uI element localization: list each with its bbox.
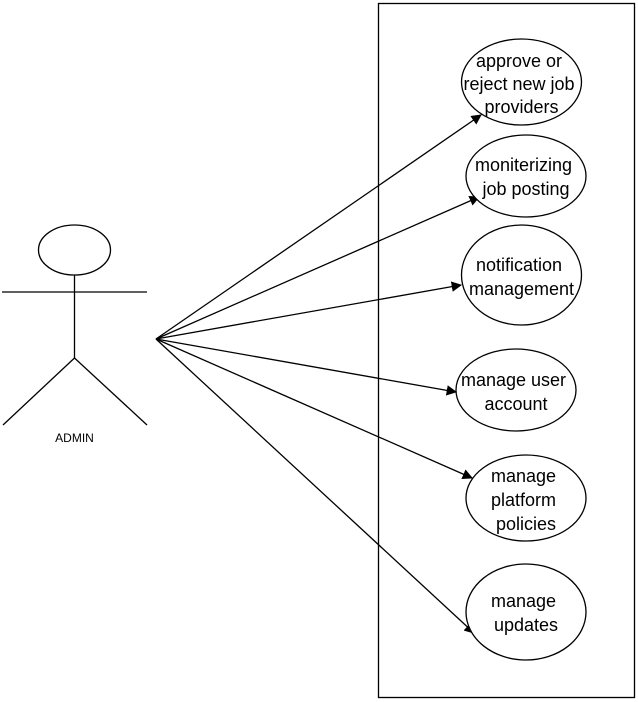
use-case-ellipse <box>460 224 583 326</box>
use-case-label: notification management <box>469 255 574 299</box>
use-case-label: manage user account <box>461 370 571 414</box>
actor-head <box>37 224 112 276</box>
use-case-ellipse <box>455 348 577 432</box>
association-arrow <box>155 114 482 340</box>
use-case-moniterizing-job-posting[interactable]: moniterizing job posting <box>465 134 587 218</box>
use-case-label-line: notification <box>476 255 562 275</box>
system-boundary <box>377 2 636 699</box>
use-case-label: approve or reject new job providers <box>463 51 579 117</box>
use-case-label-line: manage user <box>461 370 566 390</box>
association-arrow <box>155 281 463 340</box>
use-case-label-line: policies <box>496 514 556 534</box>
use-case-label-line: management <box>469 279 574 299</box>
use-case-label-line: account <box>484 394 547 414</box>
use-case-manage-user-account[interactable]: manage user account <box>455 348 577 432</box>
association-arrow <box>155 196 480 340</box>
use-case-label-line: moniterizing <box>475 155 572 175</box>
use-case-label-line: updates <box>494 615 558 635</box>
association-arrow <box>155 338 475 634</box>
use-case-manage-updates[interactable]: manage updates <box>465 563 587 661</box>
actor-right-leg <box>74 357 148 426</box>
use-case-ellipse <box>460 38 583 126</box>
use-case-label: manage updates <box>491 591 561 635</box>
use-case-label-line: approve or <box>476 51 562 71</box>
actor-label: ADMIN <box>55 431 94 445</box>
use-case-label: manage platform policies <box>491 466 561 534</box>
use-case-label-line: job posting <box>481 179 569 199</box>
association-arrow <box>155 338 473 479</box>
admin-actor[interactable]: ADMIN <box>2 224 148 445</box>
use-case-label-line: reject new job <box>463 74 574 94</box>
use-case-label-line: platform <box>491 490 556 510</box>
actor-left-leg <box>2 357 75 426</box>
associations <box>155 114 482 634</box>
use-case-label: moniterizing job posting <box>475 155 577 199</box>
use-case-approve-reject-providers[interactable]: approve or reject new job providers <box>460 38 583 126</box>
use-case-ellipse <box>465 134 587 218</box>
association-arrow <box>155 338 458 396</box>
use-case-label-line: providers <box>484 97 558 117</box>
use-case-notification-management[interactable]: notification management <box>460 224 583 326</box>
use-case-label-line: manage <box>491 466 556 486</box>
use-case-manage-platform-policies[interactable]: manage platform policies <box>465 454 587 542</box>
use-case-ellipse <box>465 563 587 661</box>
use-case-ellipse <box>465 454 587 542</box>
use-case-label-line: manage <box>491 591 556 611</box>
